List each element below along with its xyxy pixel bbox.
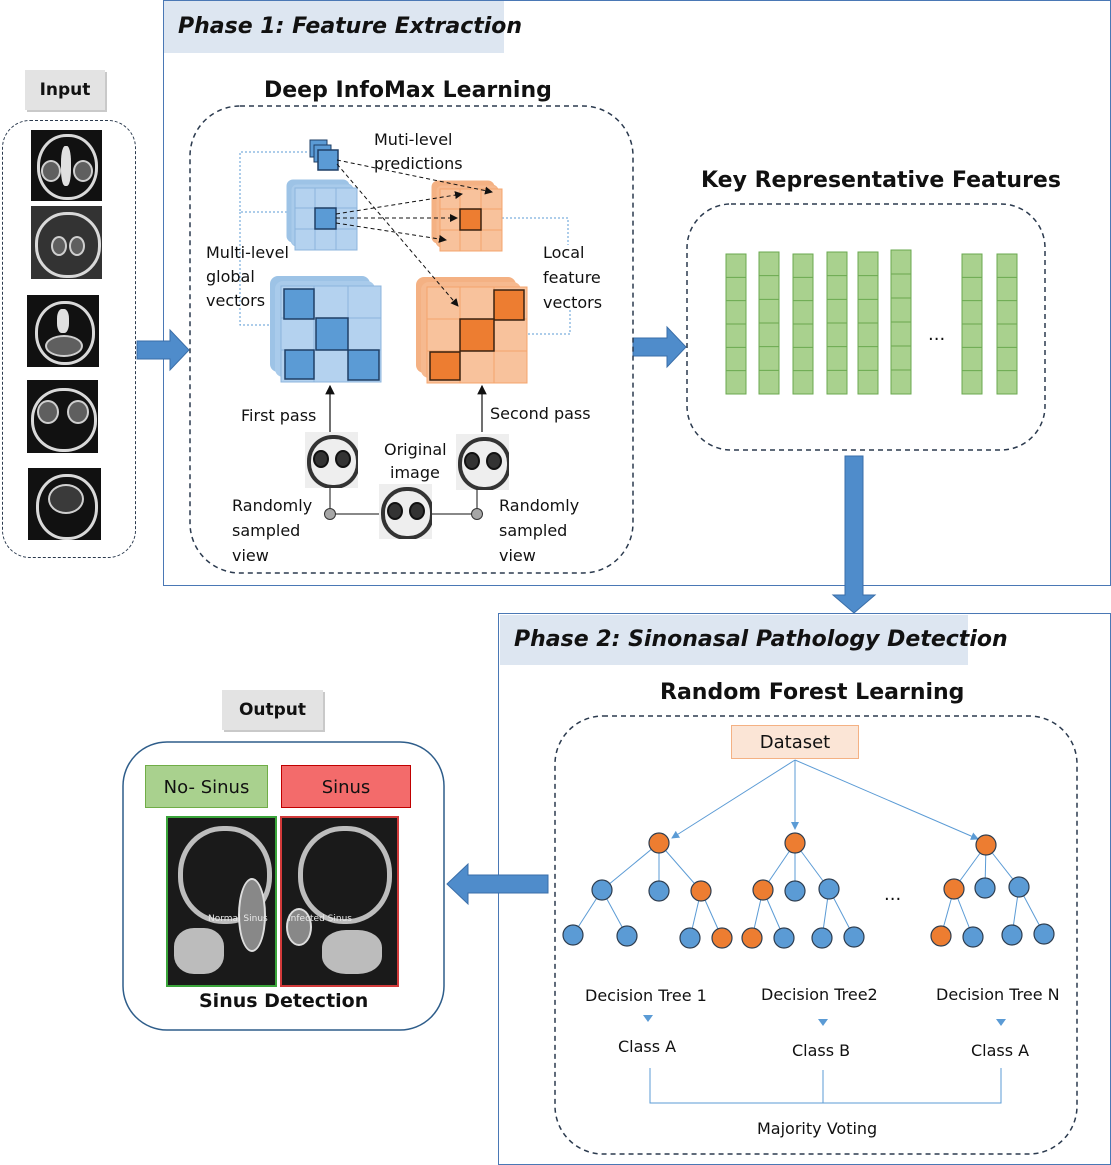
tree-2-node <box>752 879 774 901</box>
input-label: Input <box>25 70 105 110</box>
arrow-input-to-phase1 <box>136 328 190 372</box>
normal-sinus-caption: Normal Sinus <box>208 914 268 924</box>
forest-title: Random Forest Learning <box>660 680 965 705</box>
global-vectors-label-line3: vectors <box>206 291 266 310</box>
small-global-grid <box>286 179 358 251</box>
arrow-features-to-phase2 <box>831 455 877 614</box>
prediction-arrows <box>335 159 493 307</box>
local-vectors-label-line2: feature <box>543 268 601 287</box>
infected-sinus-image: Infected Sinus <box>280 816 399 987</box>
infomax-container <box>189 105 634 574</box>
tree-3-node <box>975 834 997 856</box>
sinus-badge: Sinus <box>281 765 411 808</box>
tree-3-node <box>974 877 996 899</box>
second-pass-view-image <box>456 434 509 490</box>
global-vectors-label-line2: global <box>206 267 255 286</box>
tree-3-node <box>1001 924 1023 946</box>
sinus-detection-title: Sinus Detection <box>199 990 369 1012</box>
random-view-right-line1: Randomly <box>499 496 580 515</box>
random-view-right-line3: view <box>499 546 536 565</box>
global-vectors-label-line1: Multi-level <box>206 243 289 262</box>
tree-3-node <box>943 878 965 900</box>
tree-2-node <box>773 927 795 949</box>
local-vectors-label-line1: Local <box>543 243 585 262</box>
normal-sinus-image: Normal Sinus <box>166 816 277 987</box>
tree-label-2: Decision Tree2 <box>761 985 878 1004</box>
output-container <box>122 741 445 1031</box>
second-pass-label: Second pass <box>490 404 591 423</box>
original-image-label-line2: image <box>390 463 440 482</box>
output-label: Output <box>222 690 323 730</box>
tree-2-node <box>843 926 865 948</box>
phase2-title: Phase 2: Sinonasal Pathology Detection <box>500 615 1008 665</box>
tree-3-node <box>1008 876 1030 898</box>
features-title: Key Representative Features <box>701 168 1061 193</box>
dataset-box: Dataset <box>731 725 859 759</box>
majority-voting-label: Majority Voting <box>757 1119 878 1138</box>
tree-2-node <box>784 832 806 854</box>
large-global-grid <box>270 276 382 383</box>
predictions-label-line2: predictions <box>374 154 463 173</box>
first-pass-label: First pass <box>241 406 317 425</box>
tree-2-node <box>784 880 806 902</box>
tree-2-node <box>818 878 840 900</box>
tree-class-2: Class B <box>792 1041 851 1060</box>
tree-1-node <box>679 927 701 949</box>
local-vectors-label-line3: vectors <box>543 293 603 312</box>
tree-label-3: Decision Tree N <box>936 985 1060 1004</box>
features-container <box>686 203 1046 451</box>
tree-1-node <box>648 880 670 902</box>
input-container <box>2 120 136 558</box>
dataset-arrows <box>671 759 979 840</box>
feature-vector-columns <box>725 249 1018 395</box>
tree-class-arrows <box>643 1015 1006 1026</box>
tree-3-node <box>962 926 984 948</box>
tree-1-node <box>711 927 733 949</box>
prediction-cubes <box>309 139 339 171</box>
original-image <box>379 484 432 539</box>
input-ct-scan-5 <box>28 468 101 540</box>
infected-sinus-caption: Infected Sinus <box>288 914 352 924</box>
tree-1-node <box>690 880 712 902</box>
no-sinus-badge: No- Sinus <box>145 765 268 808</box>
arrow-infomax-to-features <box>632 325 687 369</box>
predictions-label-line1: Muti-level <box>374 130 453 149</box>
tree-class-1: Class A <box>618 1037 677 1056</box>
pass-arrows <box>325 384 487 432</box>
tree-3-node <box>1033 923 1055 945</box>
features-ellipsis: ... <box>928 324 946 345</box>
input-ct-scan-2 <box>31 206 102 279</box>
forest-ellipsis: ... <box>884 884 902 905</box>
tree-1-node <box>591 879 613 901</box>
input-ct-scan-3 <box>27 295 99 367</box>
phase1-title: Phase 1: Feature Extraction <box>164 1 522 53</box>
view-connectors <box>324 488 483 520</box>
local-connectors <box>502 217 571 335</box>
first-pass-view-image <box>305 432 358 488</box>
input-ct-scan-4 <box>27 380 98 453</box>
decision-trees <box>562 832 1055 949</box>
input-ct-scan-1 <box>31 130 102 201</box>
tree-1-node <box>648 832 670 854</box>
random-view-left-line1: Randomly <box>232 496 313 515</box>
random-view-right-line2: sampled <box>499 521 568 540</box>
voting-bracket <box>649 1068 1002 1104</box>
large-local-grid <box>416 277 528 384</box>
global-connectors <box>239 151 307 326</box>
arrow-phase2-to-output <box>446 862 549 906</box>
tree-2-node <box>811 927 833 949</box>
random-view-left-line2: sampled <box>232 521 301 540</box>
tree-1-node <box>616 925 638 947</box>
tree-label-1: Decision Tree 1 <box>585 986 707 1005</box>
tree-class-3: Class A <box>971 1041 1030 1060</box>
tree-3-node <box>930 925 952 947</box>
tree-2-node <box>741 927 763 949</box>
tree-1-node <box>562 924 584 946</box>
random-view-left-line3: view <box>232 546 269 565</box>
infomax-title: Deep InfoMax Learning <box>264 78 552 103</box>
original-image-label-line1: Original <box>384 440 447 459</box>
